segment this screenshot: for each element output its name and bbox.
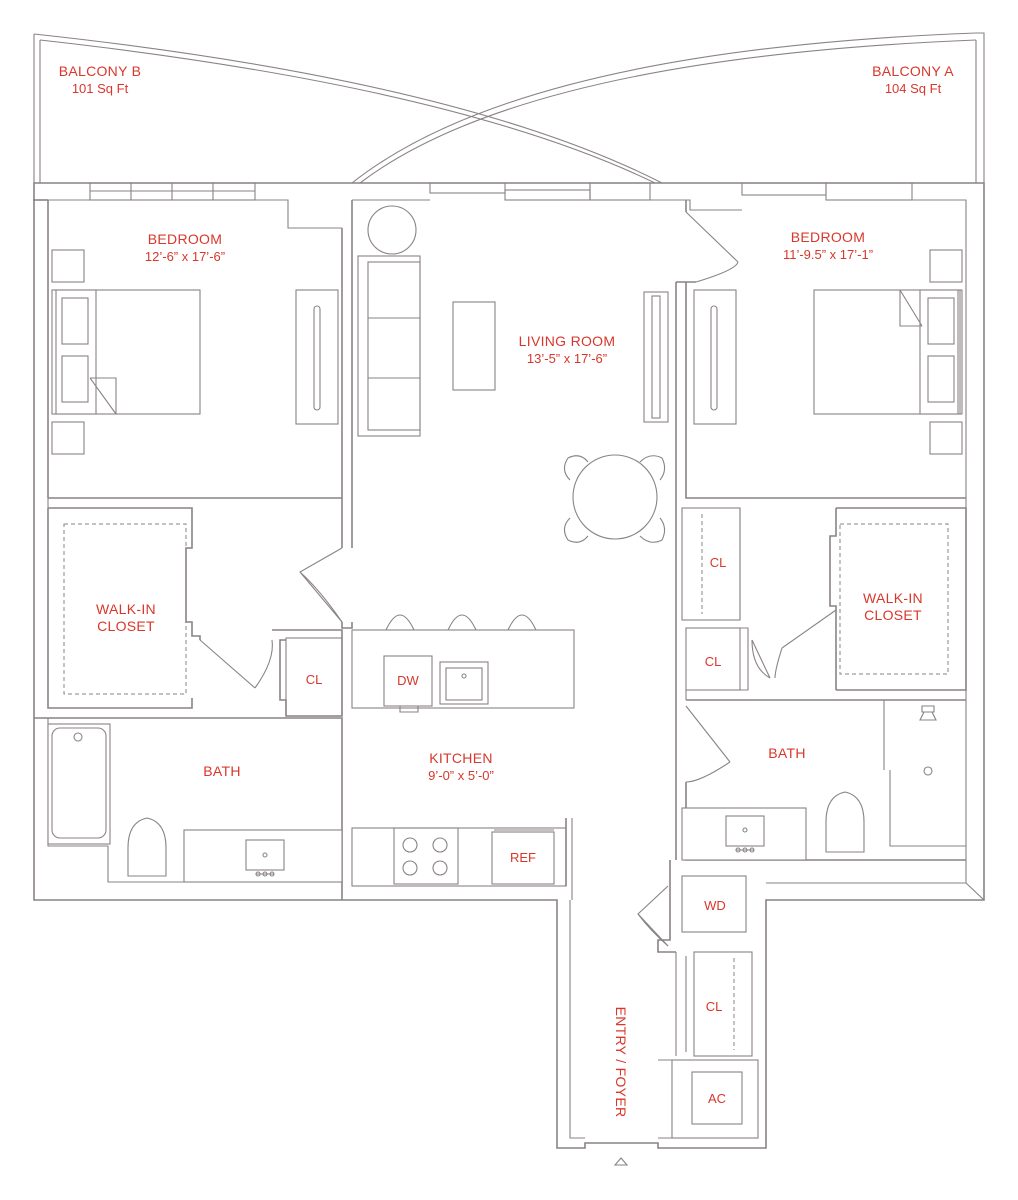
bedroom-right-name: BEDROOM [791, 229, 865, 245]
entry-door [585, 1142, 658, 1166]
walkin-left-line2: CLOSET [97, 618, 155, 634]
kitchen-name: KITCHEN [429, 750, 493, 766]
wd-label: WD [704, 898, 726, 913]
walkin-right-line1: WALK-IN [863, 590, 923, 606]
windows-top [89, 182, 913, 201]
balcony-a-outline [351, 32, 985, 184]
balcony-b-outline [33, 33, 663, 184]
walkin-right-line2: CLOSET [864, 607, 922, 623]
bath-left-name: BATH [203, 763, 241, 779]
left-wardrobe [295, 289, 339, 425]
balcony-a-area: 104 Sq Ft [885, 81, 942, 96]
kitchen-counter [351, 818, 573, 900]
right-bed [813, 249, 963, 455]
hallway-closets [569, 860, 759, 1139]
kitchen-island [351, 614, 575, 713]
right-wardrobe [693, 289, 737, 425]
living-furniture [357, 205, 669, 543]
bedroom-right-dims: 11’-9.5” x 17’-1” [783, 247, 873, 262]
cl-right-top-label: CL [710, 555, 727, 570]
balcony-b-area: 101 Sq Ft [72, 81, 129, 96]
right-closets [681, 507, 771, 691]
walkin-closet-left [47, 507, 273, 709]
kitchen-dims: 9’-0” x 5’-0” [428, 768, 494, 783]
balcony-a-name: BALCONY A [872, 63, 954, 79]
cl-hall-label: CL [706, 999, 723, 1014]
left-bedroom-walls [47, 200, 353, 629]
walkin-left-line1: WALK-IN [96, 601, 156, 617]
cl-right-bottom-label: CL [705, 654, 722, 669]
bath-left [34, 717, 343, 900]
ref-label: REF [510, 850, 536, 865]
cl-left-label: CL [306, 672, 323, 687]
bath-right-name: BATH [768, 745, 806, 761]
living-room-name: LIVING ROOM [519, 333, 616, 349]
bath-right [681, 690, 966, 861]
living-room-dims: 13’-5” x 17’-6” [527, 351, 607, 366]
right-inner-walls [675, 200, 966, 860]
left-bed [51, 249, 201, 455]
entry-foyer-name: ENTRY / FOYER [613, 1007, 629, 1118]
dw-label: DW [397, 673, 419, 688]
walkin-closet-right [774, 507, 967, 691]
bedroom-left-dims: 12’-6” x 17’-6” [145, 249, 225, 264]
balcony-b-name: BALCONY B [59, 63, 142, 79]
ac-label: AC [708, 1091, 726, 1106]
bedroom-left-name: BEDROOM [148, 231, 222, 247]
closet-left-small [272, 629, 343, 717]
